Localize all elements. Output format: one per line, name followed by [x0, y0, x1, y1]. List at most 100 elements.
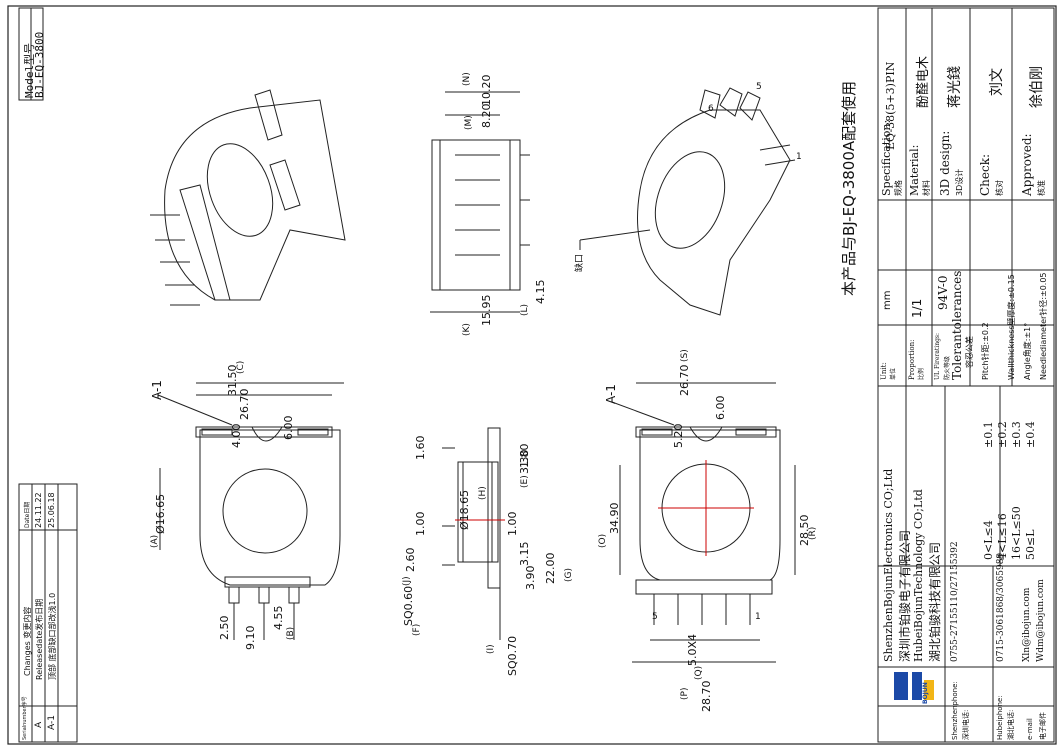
changes-row1-content: Releasedate发布日期 [35, 598, 44, 680]
proportion-label: Proportion: [908, 339, 916, 380]
dim-sec-f: (F) [412, 623, 422, 636]
dim-bot-5-0x4: 5.0X4 [686, 633, 699, 666]
hb-phone-sub: 湖北电话: [1007, 709, 1015, 740]
dim-bot-o: (O) [598, 533, 608, 548]
dim-sec-22-00: 22.00 [544, 552, 557, 585]
spec-needle: Needlediameter针径:±0.05 [1039, 272, 1048, 380]
dim-sec-g: (G) [564, 568, 574, 582]
dim-bot-28-70: 28.70 [700, 680, 713, 713]
dim-top-10-20: 10.20 [480, 74, 493, 107]
hb-phone-label: Hubeiphone: [996, 695, 1004, 740]
section-label-bottom: A-1 [604, 384, 618, 404]
changes-row1-date: 24.11.22 [34, 492, 43, 528]
dim-sec-sq070: SQ0.70 [506, 635, 519, 676]
tolerances-label: Tolerantolerances [950, 270, 964, 380]
gap-label: 缺口 [575, 253, 585, 272]
dim-top-n: (N) [462, 72, 472, 86]
spec-sub: 规格 [894, 180, 903, 196]
dim-bot-s: (S) [680, 349, 690, 362]
email-value-1: Xln@ibojun.com [1022, 587, 1032, 662]
tol-val-3: ±0.3 [1010, 421, 1023, 448]
dim-front-9-10: 9.10 [244, 625, 257, 651]
dim-front-2-50: 2.50 [218, 615, 231, 641]
side-section [442, 427, 505, 640]
unit-sub: 单位 [890, 367, 897, 380]
title-block [877, 7, 1055, 743]
tol-val-4: ±0.4 [1024, 421, 1037, 448]
dim-sec-sq060: SQ0.60 [402, 585, 415, 626]
dim-top-15-95: 15.95 [480, 294, 493, 327]
dim-sec-18-65: Ø18.65 [458, 489, 471, 530]
dim-sec-j: (J) [402, 576, 412, 586]
unit-label: Unit: [880, 362, 888, 380]
dim-sec-i: (H) [478, 486, 488, 500]
pin-num-bottom-1: 1 [755, 612, 761, 622]
changes-table [18, 483, 78, 743]
pin-num-bottom-5: 5 [652, 612, 658, 622]
dim-bot-r: (R) [808, 526, 818, 540]
check-sub: 核对 [995, 180, 1004, 196]
pin-num-iso-1: 1 [796, 152, 802, 162]
proportion-sub: 比例 [918, 367, 925, 380]
model-value: BJ-EQ-3800 [33, 31, 46, 98]
sz-phone-label: Shenzhenphone: [951, 681, 959, 740]
email-value-2: Wdm@ibojun.com [1036, 579, 1046, 662]
material-sub: 材料 [922, 180, 931, 196]
dim-sec-3-15: 3.15 [518, 541, 531, 567]
hb-phone-value: 0715-3061868/3065989 [996, 552, 1006, 662]
material-label: Material: [908, 144, 921, 196]
dim-front-4-00: 4.00 [230, 423, 243, 449]
design-sub: 3D设计 [955, 168, 964, 196]
dim-sec-3-30: 3.30 [518, 449, 531, 475]
dim-front-16-65: Ø16.65 [154, 493, 167, 534]
changes-row2-no: A-1 [47, 715, 57, 730]
approved-value: 徐伯刚 [1029, 66, 1045, 108]
email-sub: 电子邮件 [1039, 712, 1047, 740]
drawing-top-label: 本产品与BJ-EQ-3800A配套使用 [840, 80, 858, 296]
tol-val-1: ±0.1 [982, 421, 995, 448]
check-value: 刘文 [989, 68, 1005, 96]
spec-angle: Angle角度:±1° [1023, 322, 1032, 380]
sz-phone-sub: 深圳电话: [962, 709, 970, 740]
changes-row1-no: A [34, 721, 44, 728]
company-cn-2: 湖北铂骏科技有限公司 [928, 541, 942, 662]
dim-front-4-55: 4.55 [272, 605, 285, 631]
company-en-1: ShenzhenBojunElectronics CO;Ltd [882, 468, 895, 662]
material-value: 酚醛电木 [916, 55, 931, 108]
design-label: 3D design: [938, 130, 952, 196]
dim-sec-1-60: 1.60 [414, 435, 427, 461]
dim-sec-3-90: 3.90 [524, 565, 537, 591]
iso-view-right [579, 87, 796, 316]
email-label: e-mail [1026, 718, 1034, 740]
dim-bot-q: (Q) [694, 665, 704, 680]
dim-bot-26-70: 26.70 [678, 364, 691, 397]
company-en-2: HubeiBojunTechnology CO;Ltd [912, 489, 925, 662]
dim-front-26-70: 26.70 [238, 388, 251, 421]
proportion-value: 1/1 [910, 298, 924, 318]
changes-title: Changes 变更内容 [23, 606, 32, 676]
tol-range-3: 16<L≤50 [1010, 506, 1023, 560]
dim-front-a: (A) [150, 534, 160, 548]
dim-top-l: (L) [520, 303, 530, 316]
approved-label: Approved: [1020, 133, 1034, 196]
dim-bot-5-20: 5.20 [672, 423, 685, 449]
tol-range-4: 50≤L [1024, 529, 1037, 560]
section-label-front: A-1 [150, 380, 164, 400]
dim-sec-1-00-a: 1.00 [414, 511, 427, 537]
dim-sec-h: (E) [520, 475, 530, 488]
fire-value: 94V-0 [936, 275, 950, 310]
dim-front-b: (B) [286, 626, 296, 640]
dim-bot-34-90: 34.90 [608, 502, 621, 535]
company-cn-1: 深圳市铂骏电子有限公司 [898, 529, 912, 662]
tolerances-sub: 容忍公差 [965, 336, 974, 368]
dim-top-k: (K) [462, 323, 472, 336]
dim-sec-e: (I) [486, 644, 496, 654]
dim-sec-2-60: 2.60 [404, 547, 417, 573]
fire-label: UL Fireratings: [934, 332, 941, 380]
dim-top-4-15: 4.15 [534, 279, 547, 305]
pin-num-iso-6: 6 [708, 104, 714, 114]
dim-bot-p: (P) [680, 687, 690, 700]
changes-row2-date: 25.06.18 [47, 492, 56, 528]
